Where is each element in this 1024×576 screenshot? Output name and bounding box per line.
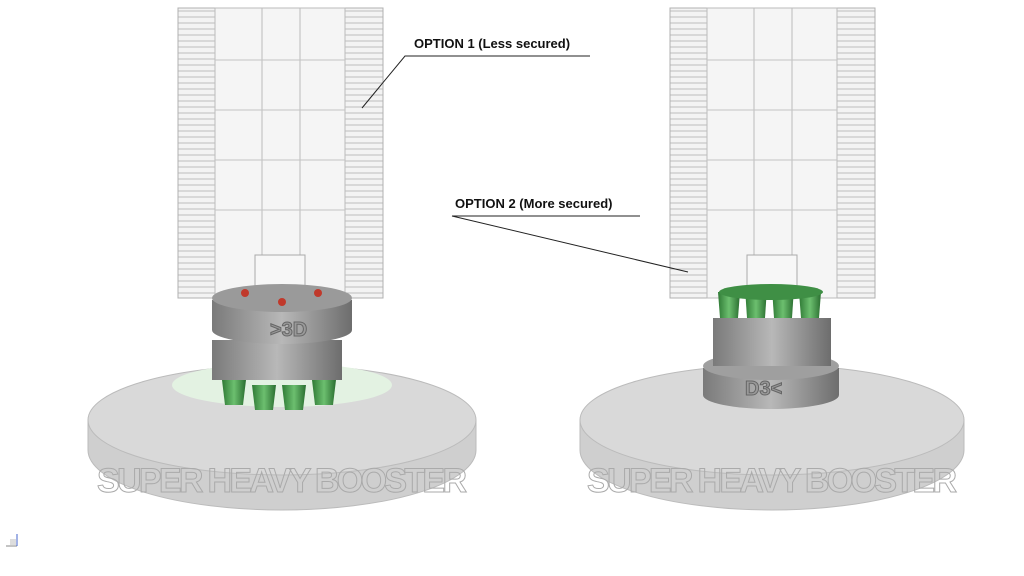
base-engraving: SUPER HEAVY BOOSTER: [587, 462, 957, 500]
model-option-1: SUPER HEAVY BOOSTER >3D: [87, 7, 477, 511]
annotation-option-2: OPTION 2 (More secured): [455, 196, 613, 211]
leader-line-option-1: [361, 55, 590, 109]
adapter-ring: >3D: [212, 284, 352, 344]
base-engraving: SUPER HEAVY BOOSTER: [97, 462, 467, 500]
logo: >3D: [270, 319, 307, 341]
adapter-block: D3<: [703, 284, 839, 409]
logo: D3<: [745, 378, 782, 400]
leader-line-option-2: [451, 215, 689, 273]
display-base: SUPER HEAVY BOOSTER: [87, 364, 477, 511]
booster-tower: [177, 7, 384, 299]
model-option-2: SUPER HEAVY BOOSTER D3<: [579, 7, 965, 511]
booster-tower: [669, 7, 876, 299]
annotation-option-1: OPTION 1 (Less secured): [414, 36, 571, 51]
engine-cluster: [172, 340, 392, 410]
display-base: SUPER HEAVY BOOSTER: [579, 364, 965, 511]
axis-triad-icon: [6, 534, 18, 547]
